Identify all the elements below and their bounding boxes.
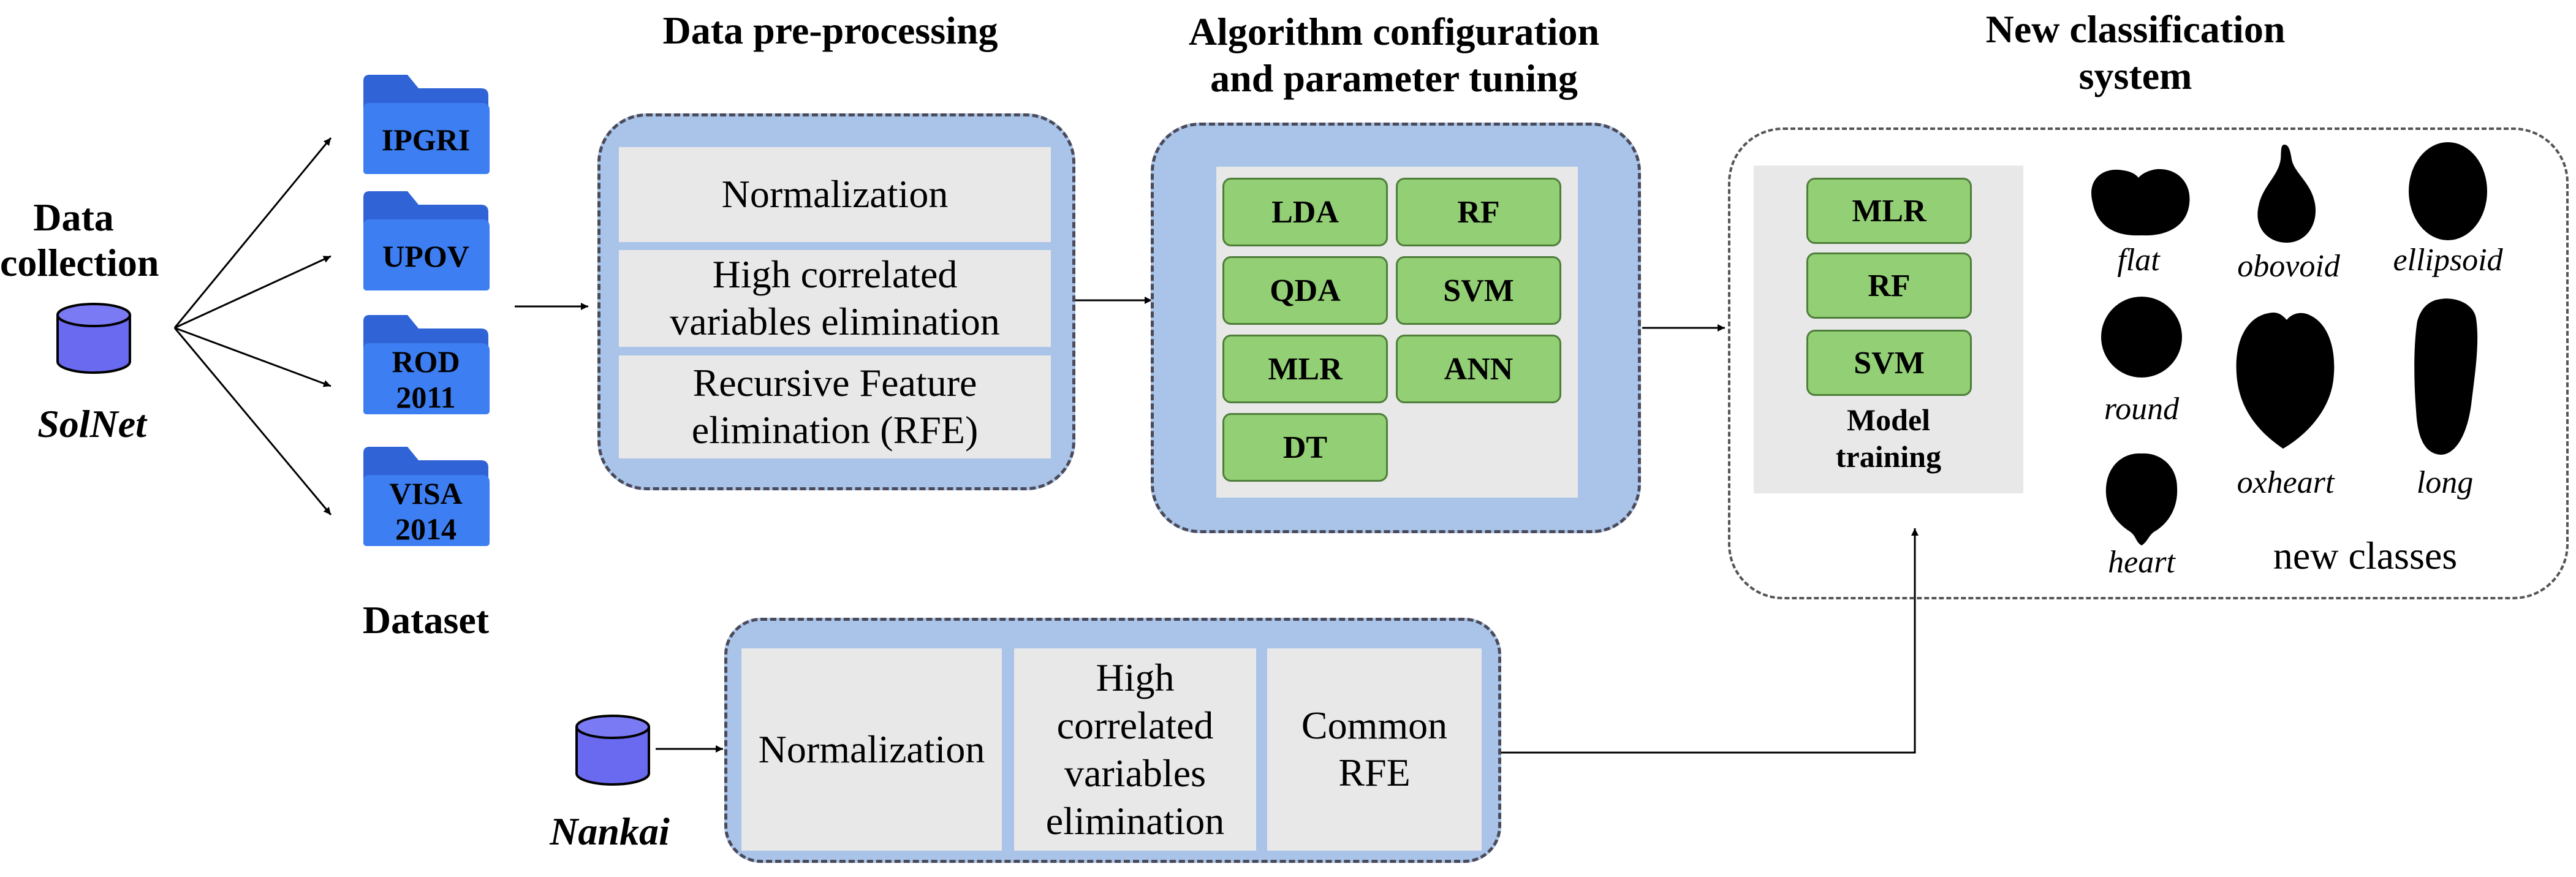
solnet-database-icon — [56, 303, 131, 374]
classification-heading: New classification system — [1985, 7, 2286, 97]
algorithms-heading: Algorithm configuration and parameter tu… — [1188, 10, 1600, 100]
shape-label-ellipsoid: ellipsoid — [2393, 243, 2503, 278]
model-mlr: MLR — [1806, 178, 1972, 244]
arrow-nankai-to-model-training — [1501, 528, 1919, 754]
long-shape-icon — [2414, 298, 2478, 455]
arrow-to-visa — [173, 327, 332, 515]
algo-qda: QDA — [1222, 256, 1388, 325]
arrow-to-upov — [174, 255, 331, 329]
step-rfe: Recursive Feature elimination (RFE) — [619, 355, 1051, 458]
flat-shape-icon — [2091, 169, 2190, 236]
folder-rod-2011[interactable]: ROD 2011 — [358, 313, 493, 417]
new-classes-label: new classes — [2273, 534, 2458, 577]
round-shape-icon — [2101, 297, 2182, 378]
nankai-label: Nankai — [550, 810, 670, 853]
nankai-database-icon — [575, 715, 650, 786]
algo-dt: DT — [1222, 413, 1388, 482]
folder-label: ROD 2011 — [392, 344, 460, 414]
model-rf: RF — [1806, 252, 1972, 319]
algo-lda: LDA — [1222, 178, 1388, 246]
classification-panel — [1728, 127, 2569, 599]
arrow-to-rod — [174, 327, 331, 387]
folder-icon — [363, 75, 490, 174]
folder-icon — [363, 447, 490, 546]
shape-label-obovoid: obovoid — [2237, 249, 2340, 284]
folder-upov[interactable]: UPOV — [358, 189, 493, 293]
folder-label: VISA 2014 — [389, 476, 463, 546]
algo-rf: RF — [1396, 178, 1561, 246]
dataset-label: Dataset — [362, 598, 490, 642]
step-correlation-elimination: High correlated variables elimination — [619, 250, 1051, 347]
shape-label-round: round — [2104, 392, 2180, 427]
arrow-to-ipgri — [173, 137, 332, 328]
algo-ann: ANN — [1396, 335, 1561, 403]
shape-label-flat: flat — [2117, 243, 2160, 278]
shape-label-heart: heart — [2108, 545, 2175, 580]
folder-label: IPGRI — [381, 123, 471, 157]
algo-mlr: MLR — [1222, 335, 1388, 403]
folder-label: UPOV — [382, 239, 469, 273]
data-collection-label: Data collection — [0, 196, 159, 284]
preprocessing-heading: Data pre-processing — [662, 9, 998, 52]
nankai-step-correlation-elimination: High correlated variables elimination — [1014, 648, 1256, 851]
nankai-step-common-rfe: Common RFE — [1267, 648, 1482, 851]
solnet-label: SolNet — [37, 402, 146, 446]
nankai-step-normalization: Normalization — [741, 648, 1002, 851]
ellipsoid-shape-icon — [2409, 142, 2487, 240]
algo-svm: SVM — [1396, 256, 1561, 325]
shape-label-oxheart: oxheart — [2237, 465, 2335, 500]
folder-icon — [363, 191, 490, 290]
heart-shape-icon — [2105, 453, 2178, 545]
folder-icon — [363, 315, 490, 414]
model-training-label: Model training — [1835, 403, 1942, 474]
model-svm: SVM — [1806, 330, 1972, 396]
folder-ipgri[interactable]: IPGRI — [358, 72, 493, 177]
step-normalization: Normalization — [619, 147, 1051, 242]
oxheart-shape-icon — [2236, 313, 2335, 449]
shape-label-long: long — [2416, 465, 2474, 500]
folder-visa-2014[interactable]: VISA 2014 — [358, 444, 493, 549]
obovoid-shape-icon — [2257, 145, 2316, 243]
